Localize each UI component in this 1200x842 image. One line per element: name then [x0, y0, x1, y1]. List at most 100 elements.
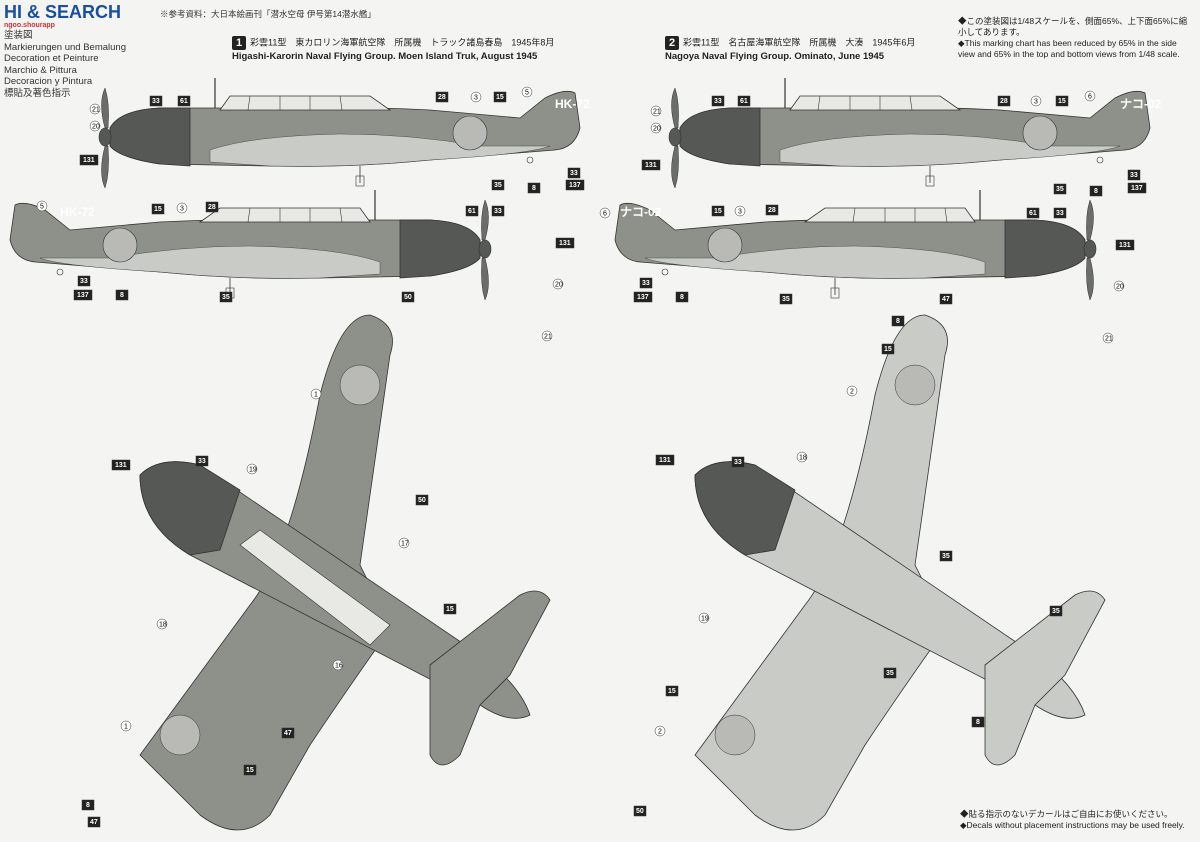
callout-35-e	[939, 550, 953, 562]
svg-text:5: 5	[40, 204, 44, 211]
callout-35-g	[883, 667, 897, 679]
svg-text:131: 131	[645, 162, 657, 169]
svg-text:18: 18	[799, 455, 807, 462]
callout-61-d	[1026, 207, 1040, 219]
svg-text:15: 15	[246, 767, 254, 774]
callout-8-e	[675, 291, 689, 303]
callout-33-d	[77, 275, 91, 287]
svg-text:18: 18	[159, 622, 167, 629]
callout-47-a	[281, 727, 295, 739]
svg-text:131: 131	[115, 462, 127, 469]
notes-top: ◆この塗装図は1/48スケールを、側面65%、上下面65%に縮小してあります。 …	[958, 16, 1194, 60]
callout-131-c	[111, 459, 131, 471]
svg-text:35: 35	[1052, 608, 1060, 615]
callout-33-j	[731, 456, 745, 468]
callout-2-b	[654, 725, 666, 737]
callout-8-c	[81, 799, 95, 811]
svg-text:50: 50	[418, 497, 426, 504]
callout-33-f	[711, 95, 725, 107]
svg-text:17: 17	[401, 541, 409, 548]
callout-20-d	[1113, 280, 1125, 292]
callout-131-b	[555, 237, 575, 249]
callout-131-d	[641, 159, 661, 171]
scheme-1-en: Higashi-Karorin Naval Flying Group. Moen…	[232, 51, 538, 62]
svg-text:2: 2	[850, 389, 854, 396]
svg-text:33: 33	[198, 458, 206, 465]
callout-20-c	[650, 122, 662, 134]
callout-3-d	[734, 205, 746, 217]
callout-21-d	[1102, 332, 1114, 344]
svg-text:15: 15	[154, 206, 162, 213]
svg-text:35: 35	[494, 182, 502, 189]
callout-28-b	[205, 201, 219, 213]
callout-50-c	[633, 805, 647, 817]
svg-text:33: 33	[734, 459, 742, 466]
callout-131-e	[1115, 239, 1135, 251]
callout-15-e	[1055, 95, 1069, 107]
svg-text:131: 131	[659, 457, 671, 464]
callout-8-g	[971, 716, 985, 728]
callout-3-b	[176, 202, 188, 214]
callout-131-a	[79, 154, 99, 166]
svg-text:15: 15	[1058, 98, 1066, 105]
svg-text:61: 61	[740, 98, 748, 105]
callout-137-c	[1127, 182, 1147, 194]
svg-text:15: 15	[884, 346, 892, 353]
callout-61-a	[177, 95, 191, 107]
callout-35-f	[1049, 605, 1063, 617]
svg-text:28: 28	[1000, 98, 1008, 105]
svg-text:1: 1	[124, 724, 128, 731]
svg-text:137: 137	[637, 294, 649, 301]
svg-text:131: 131	[1119, 242, 1131, 249]
svg-text:2: 2	[658, 729, 662, 736]
svg-text:35: 35	[782, 296, 790, 303]
callout-61-b	[465, 205, 479, 217]
callout-8-f	[891, 315, 905, 327]
svg-text:20: 20	[92, 124, 100, 131]
caption-5: 標貼及著色指示	[4, 87, 71, 99]
svg-text:137: 137	[1131, 185, 1143, 192]
scheme-1-side-view-right: HK-72	[10, 190, 491, 300]
svg-text:28: 28	[208, 204, 216, 211]
callout-35-d	[779, 293, 793, 305]
svg-text:33: 33	[1130, 172, 1138, 179]
scheme-2-bottom-view	[694, 314, 1106, 831]
caption-3: Marchio & Pittura	[4, 64, 77, 76]
callout-17-a	[398, 537, 410, 549]
callout-28-d	[765, 204, 779, 216]
svg-text:5: 5	[525, 90, 529, 97]
svg-text:8: 8	[976, 719, 980, 726]
caption-0: 塗装図	[4, 30, 33, 41]
callout-15-b	[151, 203, 165, 215]
callout-21-a	[89, 103, 101, 115]
svg-text:3: 3	[474, 95, 478, 102]
svg-text:47: 47	[942, 296, 950, 303]
callout-50-a	[401, 291, 415, 303]
svg-text:8: 8	[532, 185, 536, 192]
callout-47-c	[939, 293, 953, 305]
callout-15-c	[443, 603, 457, 615]
callout-6-b	[599, 207, 611, 219]
svg-text:3: 3	[1034, 99, 1038, 106]
header-left: HI & SEARCH ngoo.shourapp 塗装図 Markierung…	[4, 2, 154, 99]
callout-137-a	[565, 179, 585, 191]
svg-text:47: 47	[284, 730, 292, 737]
callout-18-a	[156, 618, 168, 630]
callouts: 21 20 131 33 61 28 3 15 5 35 8 33 137 5 …	[36, 86, 1147, 828]
callout-8-b	[115, 289, 129, 301]
callout-15-g	[881, 343, 895, 355]
svg-text:137: 137	[569, 182, 581, 189]
reference-note: ※参考資料：大日本絵画刊「潜水空母 伊号第14潜水艦」	[160, 9, 376, 19]
callout-137-b	[73, 289, 93, 301]
svg-text:35: 35	[222, 294, 230, 301]
svg-text:21: 21	[653, 109, 661, 116]
svg-text:50: 50	[636, 808, 644, 815]
scheme-2-code-right: ナコ-02	[620, 205, 662, 219]
callout-19-a	[246, 463, 258, 475]
callout-131-f	[655, 454, 675, 466]
svg-text:33: 33	[494, 208, 502, 215]
svg-text:131: 131	[83, 157, 95, 164]
scheme-2-en: Nagoya Naval Flying Group. Ominato, June…	[665, 51, 885, 62]
